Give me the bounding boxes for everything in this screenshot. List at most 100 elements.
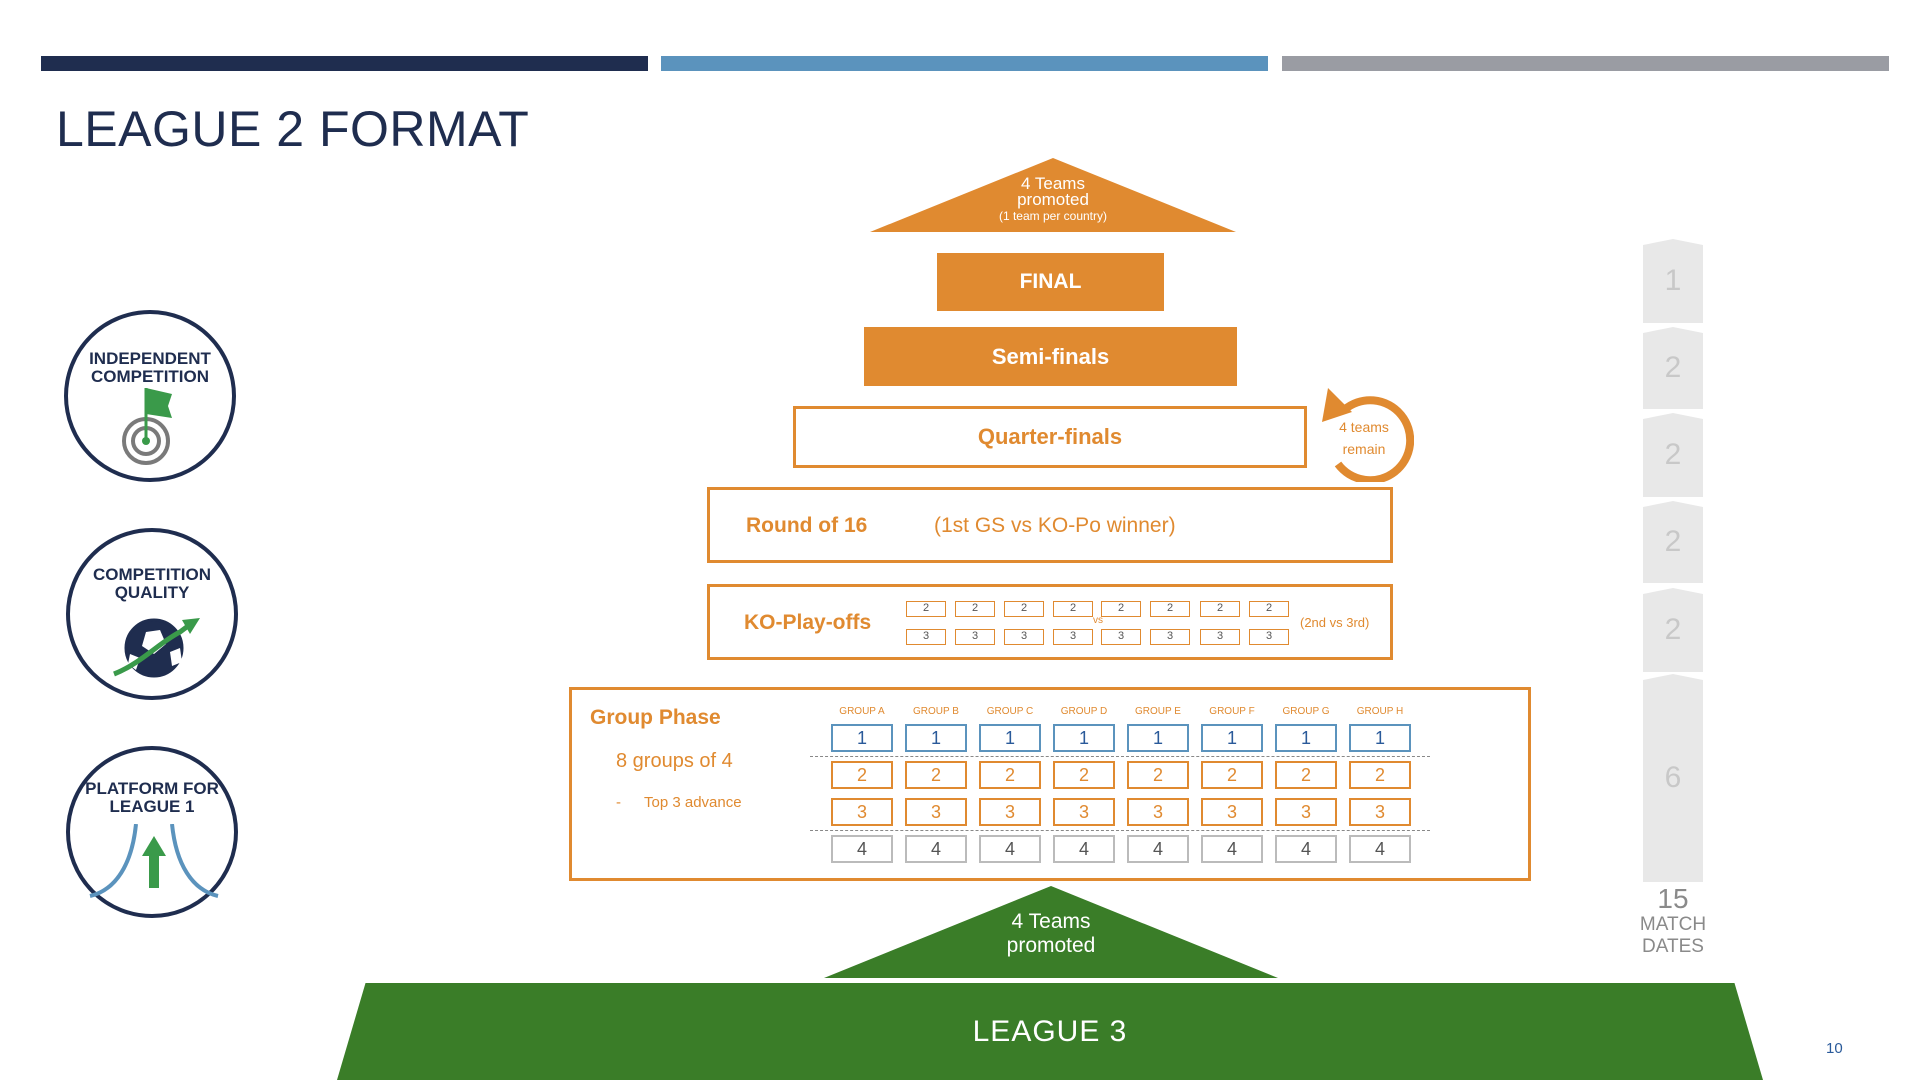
group-position-cell: 3 (1201, 798, 1263, 826)
ko-seed-2: 2 (906, 601, 946, 617)
group-position-cell: 4 (979, 835, 1041, 863)
group-position-cell: 2 (1201, 761, 1263, 789)
green-arrow-line2: promoted (1006, 934, 1096, 957)
ko-seed-2: 2 (1053, 601, 1093, 617)
group-header: GROUP G (1282, 706, 1330, 717)
promotion-arrow-text: 4 Teams promoted (1 team per country) (870, 174, 1236, 224)
ko-seed-3: 3 (1249, 629, 1289, 645)
header-bar-navy (41, 56, 648, 71)
ko-seed-2: 2 (1101, 601, 1141, 617)
page-number: 10 (1826, 1040, 1843, 1057)
group-position-cell: 1 (831, 724, 893, 752)
group-position-cell: 4 (1127, 835, 1189, 863)
ko-seed-3: 3 (1101, 629, 1141, 645)
badge-independent-competition: INDEPENDENT COMPETITION (64, 310, 236, 482)
final-label: FINAL (1019, 270, 1082, 293)
ko-playoffs-note: (2nd vs 3rd) (1300, 615, 1370, 630)
group-position-cell: 1 (979, 724, 1041, 752)
loop-arrow-icon (1322, 388, 1414, 482)
group-position-cell: 1 (1053, 724, 1115, 752)
ko-playoffs-label: KO-Play-offs (744, 611, 872, 634)
ko-seed-2: 2 (955, 601, 995, 617)
round16-note: (1st GS vs KO-Po winner) (934, 514, 1176, 537)
group-position-cell: 3 (1349, 798, 1411, 826)
green-arrow-text: 4 Teams promoted (824, 910, 1278, 958)
flag-target-icon (122, 388, 172, 465)
badge-label: COMPETITION QUALITY (92, 565, 212, 602)
group-position-cell: 3 (1053, 798, 1115, 826)
ko-seed-3: 3 (1004, 629, 1044, 645)
match-dates-label1: MATCH (1639, 914, 1707, 935)
badge-platform-league-1: PLATFORM FOR LEAGUE 1 (66, 746, 238, 918)
group-header: GROUP B (913, 706, 959, 717)
semifinals-box: Semi-finals (864, 327, 1237, 386)
group-position-cell: 2 (979, 761, 1041, 789)
ko-seed-2: 2 (1004, 601, 1044, 617)
badge-label: INDEPENDENT COMPETITION (89, 349, 211, 386)
up-arrow-road-icon (89, 824, 219, 898)
round16-label: Round of 16 (746, 514, 868, 537)
promotion-line3: (1 team per country) (998, 209, 1108, 223)
match-dates-step: 1 (1643, 239, 1703, 323)
badge-label: PLATFORM FOR LEAGUE 1 (85, 779, 219, 816)
group-position-cell: 3 (831, 798, 893, 826)
ko-vs-label: vs (1093, 615, 1103, 626)
group-position-cell: 1 (1201, 724, 1263, 752)
league3-base: LEAGUE 3 (337, 983, 1763, 1080)
group-header: GROUP D (1060, 706, 1108, 717)
match-dates-label2: DATES (1642, 936, 1704, 957)
group-position-cell: 1 (1275, 724, 1337, 752)
group-position-cell: 4 (831, 835, 893, 863)
match-dates-step: 2 (1643, 588, 1703, 672)
ko-seed-3: 3 (1053, 629, 1093, 645)
ko-seed-3: 3 (1200, 629, 1240, 645)
semifinals-label: Semi-finals (991, 343, 1110, 369)
quarterfinals-note-line2: remain (1342, 441, 1386, 457)
promotion-line1: 4 Teams (1021, 174, 1085, 193)
group-phase-bullet-dash: - (616, 794, 621, 811)
group-phase-bullet: Top 3 advance (644, 794, 742, 811)
group-position-cell: 2 (905, 761, 967, 789)
group-position-cell: 3 (979, 798, 1041, 826)
group-position-cell: 2 (1275, 761, 1337, 789)
final-box: FINAL (937, 253, 1164, 311)
group-phase-sub: 8 groups of 4 (616, 750, 733, 772)
group-position-cell: 2 (831, 761, 893, 789)
group-position-cell: 3 (905, 798, 967, 826)
quarterfinals-label: Quarter-finals (977, 424, 1123, 449)
group-position-cell: 3 (1127, 798, 1189, 826)
ko-seed-3: 3 (906, 629, 946, 645)
match-dates-step: 2 (1643, 501, 1703, 583)
group-position-cell: 4 (905, 835, 967, 863)
group-position-cell: 1 (1127, 724, 1189, 752)
ko-seed-2: 2 (1150, 601, 1190, 617)
quarterfinals-note-line1: 4 teams (1339, 419, 1389, 435)
header-bar-blue (661, 56, 1268, 71)
group-position-cell: 4 (1275, 835, 1337, 863)
league3-label: LEAGUE 3 (972, 1014, 1128, 1048)
match-dates-step: 2 (1643, 327, 1703, 409)
page-title: LEAGUE 2 FORMAT (56, 101, 530, 157)
group-header: GROUP A (839, 706, 885, 717)
match-dates-total: 15 MATCH DATES (1623, 884, 1723, 958)
group-position-cell: 2 (1349, 761, 1411, 789)
ball-rising-arrow-icon (113, 618, 200, 678)
quarterfinals-note: 4 teams remain (1324, 416, 1404, 460)
divider-top3 (810, 756, 1430, 757)
ko-seed-3: 3 (1150, 629, 1190, 645)
ko-seed-2: 2 (1249, 601, 1289, 617)
green-arrow-line1: 4 Teams (1011, 910, 1091, 933)
quarterfinals-box: Quarter-finals (793, 406, 1307, 468)
divider-bottom (810, 830, 1430, 831)
group-position-cell: 2 (1053, 761, 1115, 789)
group-position-cell: 2 (1127, 761, 1189, 789)
group-phase-label: Group Phase (590, 706, 721, 729)
ko-seed-3: 3 (955, 629, 995, 645)
round16-box: Round of 16 (1st GS vs KO-Po winner) (707, 487, 1393, 563)
group-position-cell: 4 (1053, 835, 1115, 863)
match-dates-count: 15 (1657, 883, 1689, 914)
badge-competition-quality: COMPETITION QUALITY (66, 528, 238, 700)
group-position-cell: 1 (1349, 724, 1411, 752)
group-header: GROUP H (1356, 706, 1404, 717)
